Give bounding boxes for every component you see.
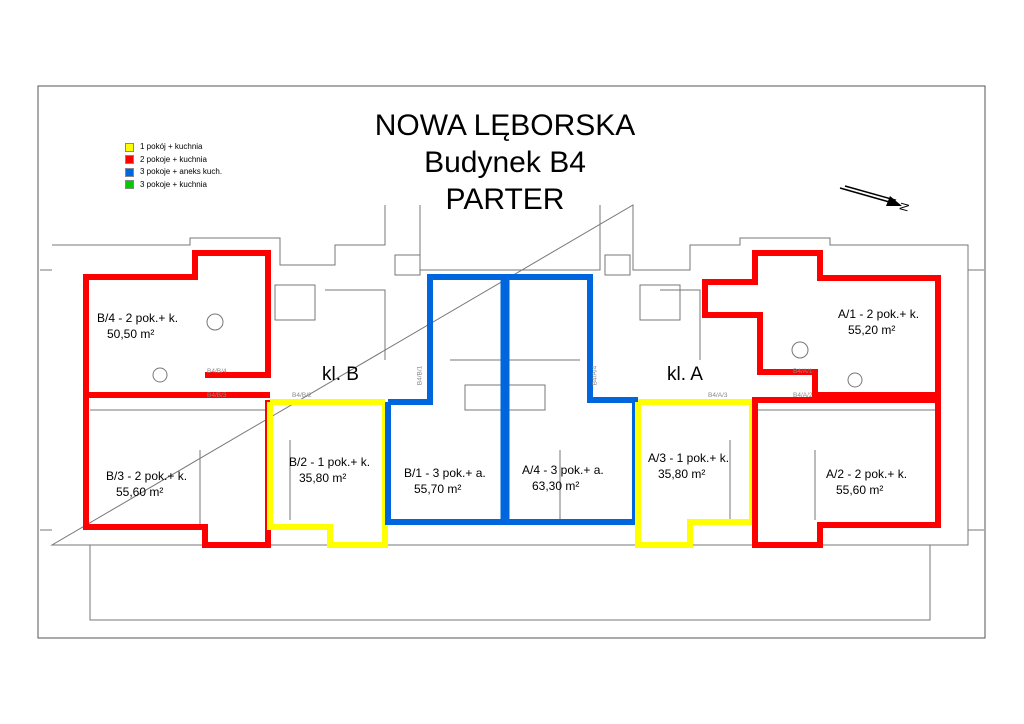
wall-a2 — [752, 397, 941, 548]
legend-label: 2 pokoje + kuchnia — [140, 154, 207, 164]
unit-name: A/1 - 2 pok.+ k. — [838, 307, 920, 321]
unit-b4-label: B/4 - 2 pok.+ k. 50,50 m² — [97, 310, 178, 342]
legend-item: 3 pokoje + kuchnia — [125, 179, 222, 192]
unit-name: A/3 - 1 pok.+ k. — [648, 451, 730, 465]
stairwell-b-label: kl. B — [322, 364, 359, 385]
legend-item: 1 pokój + kuchnia — [125, 141, 222, 154]
legend-item: 2 pokoje + kuchnia — [125, 154, 222, 167]
unit-a2-label: A/2 - 2 pok.+ k. 55,60 m² — [826, 466, 907, 498]
legend-label: 1 pokój + kuchnia — [140, 142, 203, 151]
unit-area: 55,20 m² — [848, 323, 896, 337]
legend-label: 3 pokoje + aneks kuch. — [140, 167, 223, 176]
unit-area: 50,50 m² — [107, 327, 155, 341]
unit-b1-label: B/1 - 3 pok.+ a. 55,70 m² — [404, 465, 486, 497]
door-code: B4/A/3 — [708, 392, 728, 399]
apartment-walls — [83, 250, 941, 548]
door-code: B4/B/2 — [292, 392, 312, 399]
unit-area: 55,70 m² — [414, 482, 462, 496]
unit-name: A/2 - 2 pok.+ k. — [826, 467, 908, 481]
unit-b2-label: B/2 - 1 pok.+ k. 35,80 m² — [289, 454, 370, 486]
door-code: B4/A/2 — [793, 392, 813, 399]
unit-name: B/2 - 1 pok.+ k. — [289, 455, 371, 469]
door-code: B4/B/4 — [207, 368, 227, 375]
drawing-frame — [37, 85, 986, 639]
title-building: Budynek B4 — [424, 146, 586, 179]
unit-name: A/4 - 3 pok.+ a. — [522, 463, 604, 477]
legend-item: 3 pokoje + aneks kuch. — [125, 166, 222, 179]
door-code: B4/B/3 — [207, 392, 227, 399]
unit-name: B/4 - 2 pok.+ k. — [97, 311, 179, 325]
unit-name: B/1 - 3 pok.+ a. — [404, 466, 486, 480]
stairwell-a-label: kl. A — [667, 364, 703, 385]
legend: 1 pokój + kuchnia 2 pokoje + kuchnia 3 p… — [125, 141, 222, 191]
legend-swatch-green — [125, 180, 134, 190]
building-outline — [40, 204, 984, 621]
door-code: B4/B/1 — [416, 365, 424, 386]
north-arrow — [839, 185, 902, 206]
unit-area: 55,60 m² — [116, 485, 164, 499]
door-code: B4/A/4 — [591, 365, 599, 386]
wall-a4 — [505, 274, 638, 525]
legend-swatch-red — [125, 155, 134, 165]
title-project: NOWA LĘBORSKA — [374, 109, 636, 142]
wall-b1 — [385, 274, 505, 525]
unit-area: 35,80 m² — [299, 471, 347, 485]
title-floor: PARTER — [445, 183, 565, 216]
unit-b3-label: B/3 - 2 pok.+ k. 55,60 m² — [106, 468, 187, 500]
wall-a1 — [702, 250, 941, 398]
unit-area: 55,60 m² — [836, 483, 884, 497]
legend-label: 3 pokoje + kuchnia — [140, 179, 207, 189]
door-code: B4/A/1 — [793, 368, 813, 375]
unit-name: B/3 - 2 pok.+ k. — [106, 469, 188, 483]
unit-a1-label: A/1 - 2 pok.+ k. 55,20 m² — [838, 306, 919, 338]
unit-a4-label: A/4 - 3 pok.+ a. 63,30 m² — [522, 462, 604, 494]
unit-area: 35,80 m² — [658, 467, 706, 481]
legend-swatch-blue — [125, 167, 134, 177]
legend-swatch-yellow — [125, 142, 134, 152]
unit-area: 63,30 m² — [532, 479, 580, 493]
unit-a3-label: A/3 - 1 pok.+ k. 35,80 m² — [648, 450, 729, 482]
wall-b4 — [83, 250, 271, 395]
